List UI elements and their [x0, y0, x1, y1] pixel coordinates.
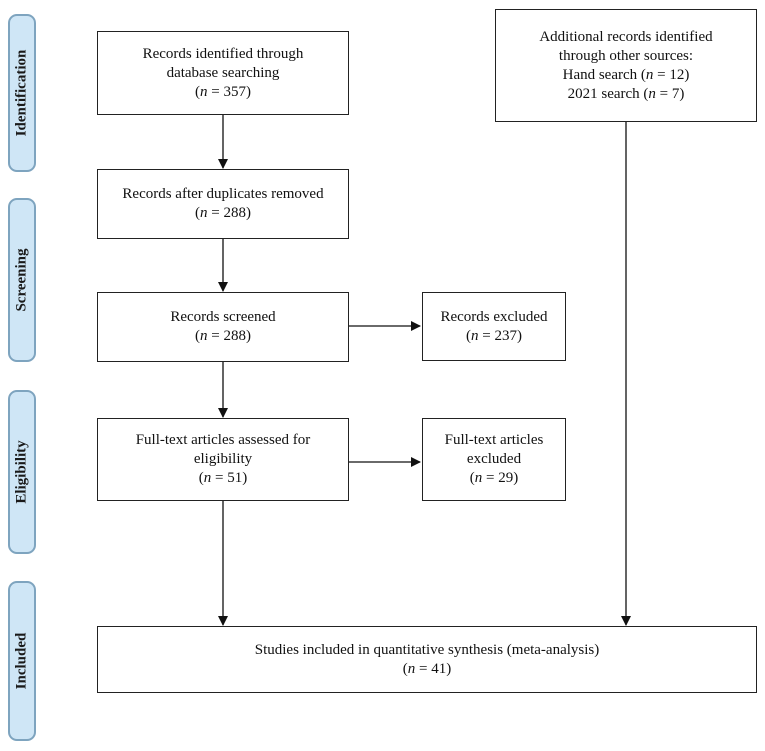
records-excluded-line-1: Records excluded	[440, 308, 548, 325]
box-duplicates-removed: Records after duplicates removed (n = 28…	[97, 169, 349, 239]
database-search-line-1: Records identified through	[142, 45, 304, 62]
fulltext-excluded-line-2: excluded	[466, 451, 522, 467]
box-records-screened: Records screened (n = 288)	[97, 292, 349, 362]
other-sources-line-1: Additional records identified	[539, 28, 713, 45]
box-fulltext-excluded: Full-text articles excluded (n = 29)	[422, 418, 566, 501]
database-search-line-2: database searching	[166, 64, 280, 81]
fulltext-excluded-count: (n = 29)	[469, 470, 519, 486]
fulltext-assessed-line-1: Full-text articles assessed for	[135, 432, 311, 448]
phase-eligibility: Eligibility	[8, 390, 36, 554]
box-other-sources: Additional records identified through ot…	[495, 9, 757, 122]
database-search-count: (n = 357)	[195, 83, 251, 100]
records-screened-count: (n = 288)	[195, 328, 251, 344]
phase-included: Included	[8, 581, 36, 741]
box-studies-included: Studies included in quantitative synthes…	[97, 626, 757, 693]
fulltext-assessed-count: (n = 51)	[198, 470, 248, 486]
phase-screening: Screening	[8, 198, 36, 362]
box-fulltext-assessed: Full-text articles assessed for eligibil…	[97, 418, 349, 501]
other-sources-line-2: through other sources:	[558, 47, 694, 64]
fulltext-excluded-line-1: Full-text articles	[444, 432, 544, 448]
studies-included-count: (n = 41)	[402, 660, 452, 677]
box-database-search: Records identified through database sear…	[97, 31, 349, 115]
studies-included-line-1: Studies included in quantitative synthes…	[254, 641, 600, 658]
records-screened-line-1: Records screened	[170, 309, 276, 325]
duplicates-removed-count: (n = 288)	[195, 205, 251, 221]
box-records-excluded: Records excluded (n = 237)	[422, 292, 566, 361]
hand-search-count: Hand search (n = 12)	[562, 66, 690, 83]
search-2021-count: 2021 search (n = 7)	[567, 85, 685, 102]
phase-identification: Identification	[8, 14, 36, 172]
records-excluded-count: (n = 237)	[466, 327, 522, 344]
fulltext-assessed-line-2: eligibility	[193, 451, 253, 467]
duplicates-removed-line-1: Records after duplicates removed	[122, 186, 324, 202]
